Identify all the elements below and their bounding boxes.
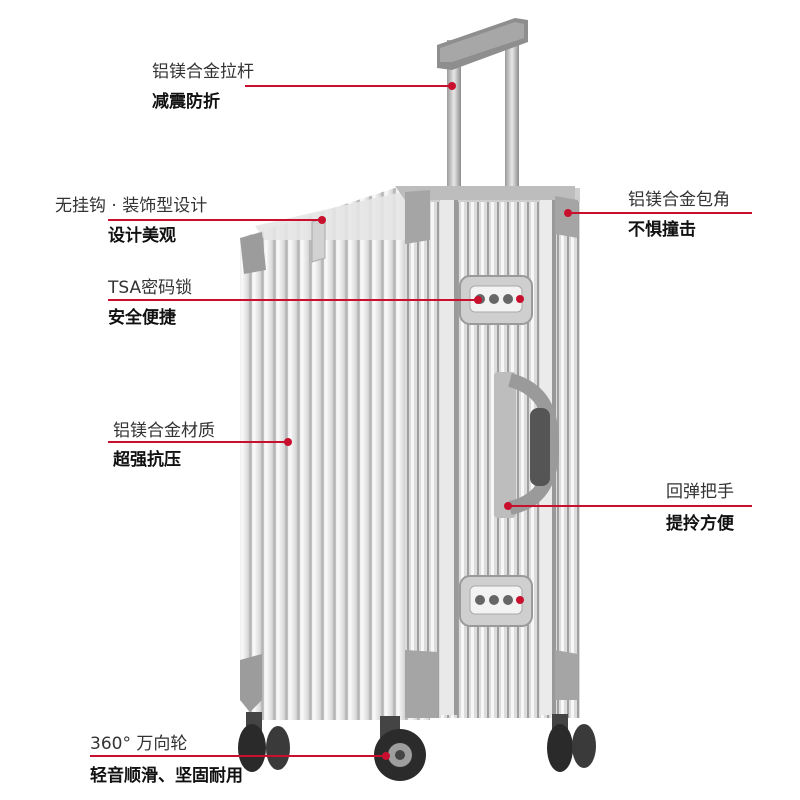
callout-lock-subtitle: 安全便捷 — [108, 308, 176, 328]
marker-carry-handle — [504, 502, 512, 510]
leader-lines — [90, 82, 752, 760]
callout-carry-handle-subtitle: 提拎方便 — [666, 514, 734, 534]
callout-handle-subtitle: 减震防折 — [152, 92, 220, 112]
callout-wheel-title: 360° 万向轮 — [90, 734, 188, 754]
suitcase-body — [240, 186, 580, 720]
tsa-lock-bottom — [459, 575, 533, 627]
callout-material-subtitle: 超强抗压 — [113, 450, 181, 470]
callout-hook-title: 无挂钩 · 装饰型设计 — [55, 196, 208, 216]
callout-wheel-subtitle: 轻音顺滑、坚固耐用 — [90, 766, 243, 786]
marker-wheel — [382, 752, 390, 760]
marker-hook — [318, 216, 326, 224]
carry-handle — [494, 372, 560, 518]
callout-hook-subtitle: 设计美观 — [108, 226, 176, 246]
callout-corner-subtitle: 不惧撞击 — [628, 220, 696, 240]
marker-corner — [564, 209, 572, 217]
callout-material-title: 铝镁合金材质 — [113, 421, 215, 441]
marker-handle — [448, 82, 456, 90]
callout-handle-title: 铝镁合金拉杆 — [152, 62, 254, 82]
callout-lock-title: TSA密码锁 — [108, 278, 193, 298]
marker-lock — [474, 296, 482, 304]
wheels — [238, 712, 596, 781]
callout-carry-handle-title: 回弹把手 — [666, 482, 734, 502]
marker-material — [284, 438, 292, 446]
telescopic-handle — [437, 18, 528, 204]
callout-corner-title: 铝镁合金包角 — [628, 190, 730, 210]
